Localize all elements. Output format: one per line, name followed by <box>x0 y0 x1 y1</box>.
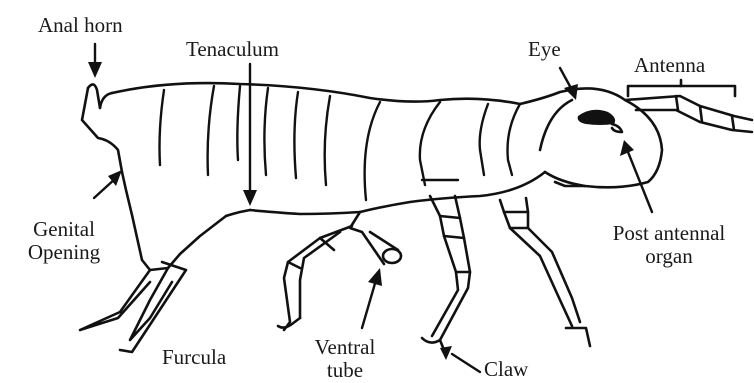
ventral-tube <box>350 212 401 264</box>
body-outline <box>82 83 662 270</box>
furcula <box>80 262 186 352</box>
legs <box>278 196 590 350</box>
label-claw: Claw <box>484 358 528 381</box>
label-genital-opening: Genital Opening <box>16 218 112 264</box>
segment-lines <box>160 86 521 200</box>
label-post-antennal-organ: Post antennal organ <box>594 222 744 268</box>
label-ventral-tube-line1: Ventral <box>300 336 390 359</box>
label-post-antennal-line1: Post antennal <box>594 222 744 245</box>
label-genital-opening-line2: Opening <box>16 241 112 264</box>
label-genital-opening-line1: Genital <box>16 218 112 241</box>
label-tenaculum: Tenaculum <box>186 38 279 61</box>
arrows <box>88 44 652 372</box>
label-ventral-tube: Ventral tube <box>300 336 390 382</box>
label-antenna: Antenna <box>634 54 705 77</box>
label-post-antennal-line2: organ <box>594 245 744 268</box>
eye-region <box>578 110 622 132</box>
eye-spot <box>578 110 615 125</box>
label-anal-horn: Anal horn <box>38 14 123 37</box>
label-ventral-tube-line2: tube <box>300 359 390 382</box>
label-eye: Eye <box>528 38 561 61</box>
antenna <box>625 80 752 132</box>
label-furcula: Furcula <box>162 346 226 369</box>
